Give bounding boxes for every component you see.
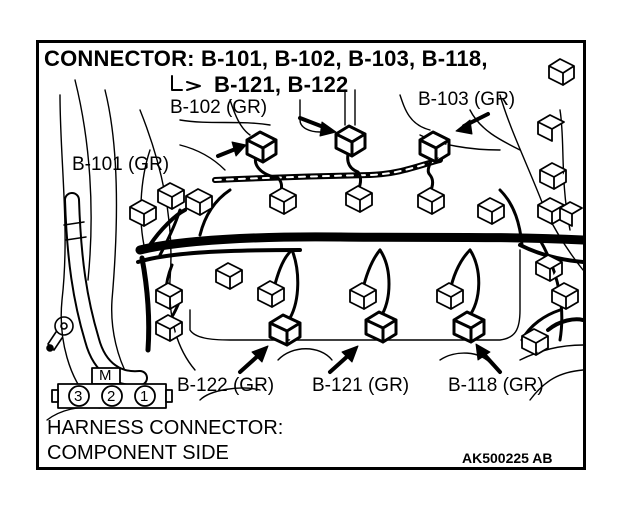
callout-b122: B-122 (GR) — [177, 375, 275, 396]
callout-b102: B-102 (GR) — [170, 97, 268, 118]
pin-connector-key: M — [99, 367, 112, 384]
pin-connector-diagram — [51, 367, 173, 409]
pin-2: 2 — [107, 388, 116, 405]
pin-1: 1 — [140, 388, 149, 405]
callout-b101: B-101 (GR) — [72, 154, 170, 175]
engine-outline — [46, 79, 583, 421]
header-bracket — [171, 75, 201, 91]
connector-title-line2: B-121, B-122 — [214, 72, 349, 97]
callout-b118: B-118 (GR) — [448, 375, 544, 396]
upper-harness — [212, 157, 443, 183]
ground-terminal — [46, 316, 74, 352]
connector-title-line1: CONNECTOR: B-101, B-102, B-103, B-118, — [44, 46, 488, 71]
footer-line2: COMPONENT SIDE — [47, 442, 229, 464]
lower-wires — [164, 248, 481, 324]
footer-line1: HARNESS CONNECTOR: — [47, 417, 284, 439]
cube-orientation-icon — [548, 58, 575, 86]
pin-3: 3 — [74, 388, 83, 405]
callout-b103: B-103 (GR) — [418, 89, 516, 110]
main-harness — [135, 208, 583, 353]
figure-code: AK500225 AB — [462, 450, 553, 466]
callout-arrows — [216, 112, 502, 374]
left-hose — [63, 192, 148, 387]
callout-b121: B-121 (GR) — [312, 375, 410, 396]
connector-blocks — [129, 114, 583, 356]
